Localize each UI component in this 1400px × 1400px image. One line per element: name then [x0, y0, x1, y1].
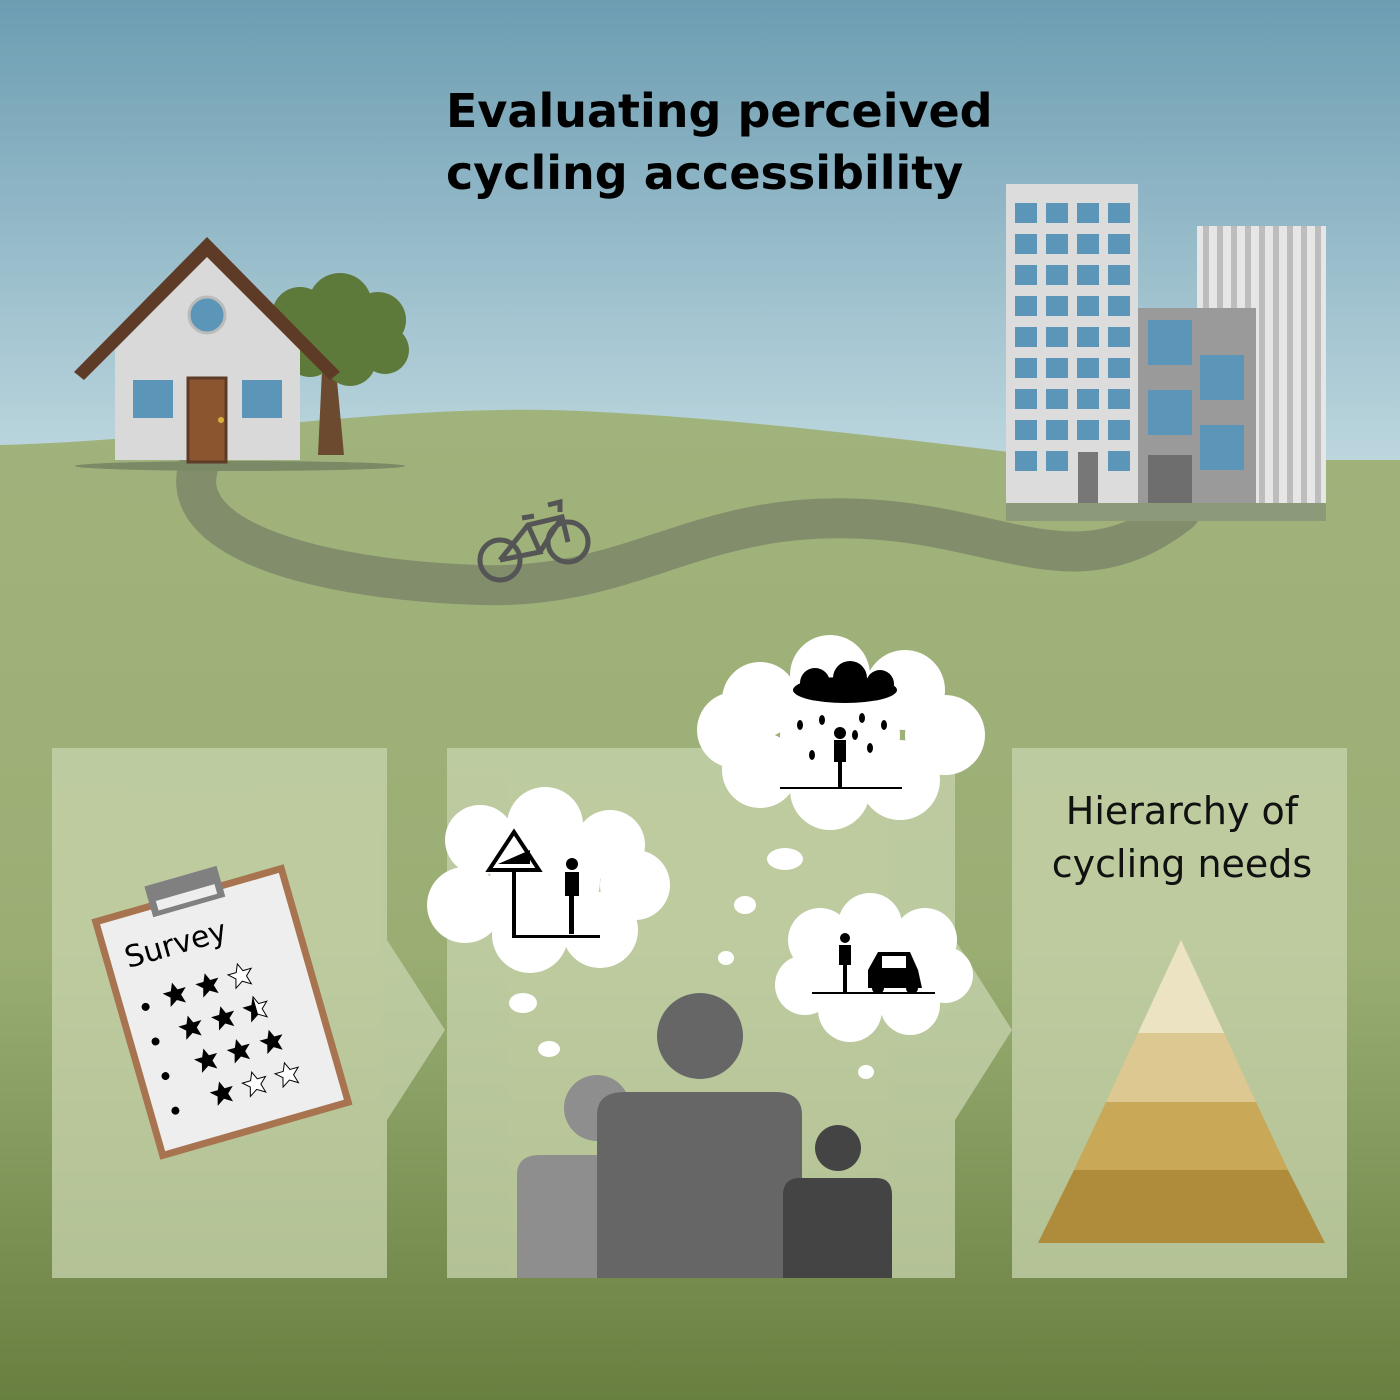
bullet	[171, 1106, 180, 1115]
window	[1015, 451, 1037, 471]
slope-warning-icon	[485, 828, 600, 938]
bullet	[141, 1002, 150, 1011]
pyramid-level-3	[1106, 1033, 1256, 1102]
window	[1015, 389, 1037, 409]
window	[1108, 420, 1130, 440]
window	[1077, 389, 1099, 409]
window	[1046, 296, 1068, 316]
window	[1046, 420, 1068, 440]
cyclist-car-icon	[812, 933, 935, 994]
window	[1046, 265, 1068, 285]
window	[1015, 327, 1037, 347]
pyramid-level-4	[1138, 940, 1224, 1033]
bicycle-icon	[477, 498, 591, 583]
window	[1015, 203, 1037, 223]
window	[1108, 203, 1130, 223]
window	[1046, 203, 1068, 223]
window	[1015, 296, 1037, 316]
people-group	[517, 993, 892, 1278]
window	[1015, 358, 1037, 378]
cloud-slope	[427, 787, 670, 973]
title-line-1: Evaluating perceived	[446, 84, 993, 138]
hierarchy-title-line-1: Hierarchy of	[1066, 789, 1300, 833]
window	[1046, 358, 1068, 378]
raindrop	[819, 715, 825, 725]
window	[1108, 234, 1130, 254]
window	[1046, 451, 1068, 471]
window	[1046, 234, 1068, 254]
window	[1046, 327, 1068, 347]
window	[1077, 203, 1099, 223]
cycling-path	[176, 442, 1200, 606]
rain-cyclist-icon	[780, 661, 902, 789]
window	[1077, 296, 1099, 316]
raindrop	[809, 750, 815, 760]
window	[1108, 358, 1130, 378]
window	[1046, 389, 1068, 409]
window	[1077, 420, 1099, 440]
window	[1108, 389, 1130, 409]
hierarchy-title-line-2: cycling needs	[1052, 842, 1312, 886]
window	[1108, 265, 1130, 285]
city-buildings	[1006, 184, 1326, 521]
window	[1077, 327, 1099, 347]
raindrop	[859, 713, 865, 723]
window	[1077, 234, 1099, 254]
bullet	[151, 1037, 160, 1046]
survey-clipboard: Survey	[91, 864, 353, 1160]
hierarchy-pyramid	[1038, 940, 1325, 1243]
window	[1108, 296, 1130, 316]
window	[1015, 265, 1037, 285]
house	[74, 237, 405, 471]
window	[1108, 451, 1130, 471]
title-line-2: cycling accessibility	[446, 146, 963, 200]
raindrop	[797, 720, 803, 730]
bullet	[161, 1072, 170, 1081]
window	[1077, 265, 1099, 285]
pyramid-level-1	[1038, 1170, 1325, 1243]
pyramid-level-2	[1074, 1102, 1288, 1170]
window	[1015, 234, 1037, 254]
window	[1108, 327, 1130, 347]
window	[1015, 420, 1037, 440]
raindrop	[881, 720, 887, 730]
raindrop	[852, 730, 858, 740]
raindrop	[867, 743, 873, 753]
window	[1077, 358, 1099, 378]
